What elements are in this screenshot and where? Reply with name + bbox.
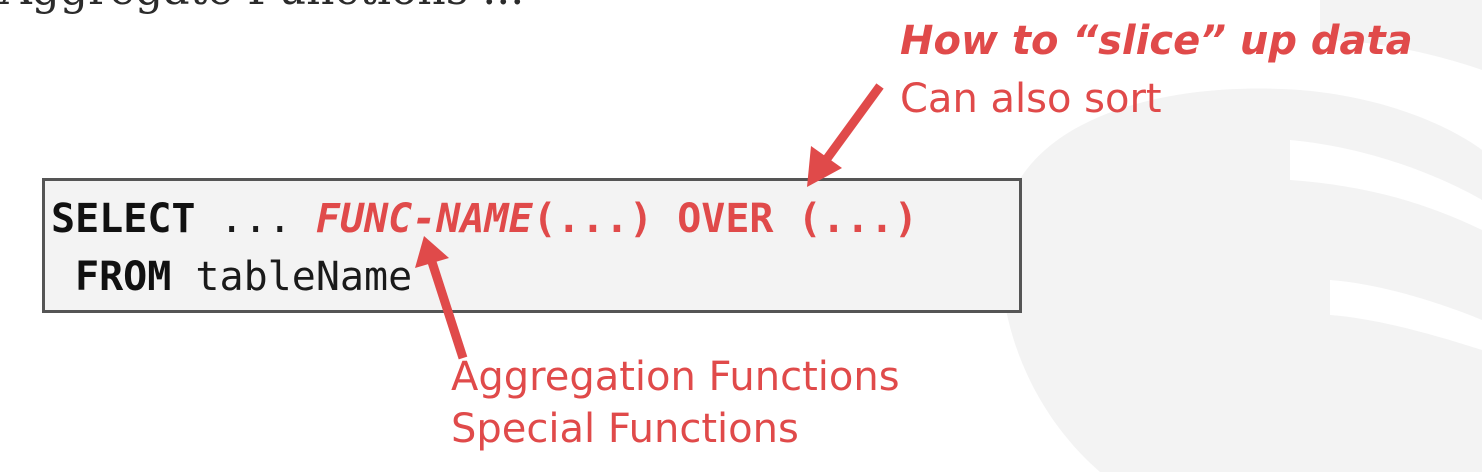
sql-keyword-from: FROM	[75, 254, 172, 300]
sql-func-name: FUNC-NAME	[315, 196, 533, 242]
sql-table-name: tableName	[171, 254, 413, 300]
func-annotation-line1: Aggregation Functions	[451, 354, 900, 400]
sql-ellipsis: ...	[195, 196, 316, 242]
sql-space	[653, 196, 677, 242]
page-title-cut-off: Aggregate Functions ...	[0, 0, 524, 15]
sql-over-args: (...)	[773, 196, 919, 242]
over-annotation-subtitle: Can also sort	[900, 76, 1162, 122]
over-annotation-title: How to “slice” up data	[900, 18, 1413, 64]
sql-code-line-1: SELECT ... FUNC-NAME(...) OVER (...)	[51, 195, 918, 243]
sql-code-line-2: FROM tableName	[75, 253, 412, 301]
sql-code-box: SELECT ... FUNC-NAME(...) OVER (...) FRO…	[42, 178, 1022, 313]
func-annotation-line2: Special Functions	[451, 406, 799, 452]
sql-func-args: (...)	[532, 196, 654, 242]
sql-keyword-select: SELECT	[51, 196, 196, 242]
sql-keyword-over: OVER	[677, 196, 774, 242]
